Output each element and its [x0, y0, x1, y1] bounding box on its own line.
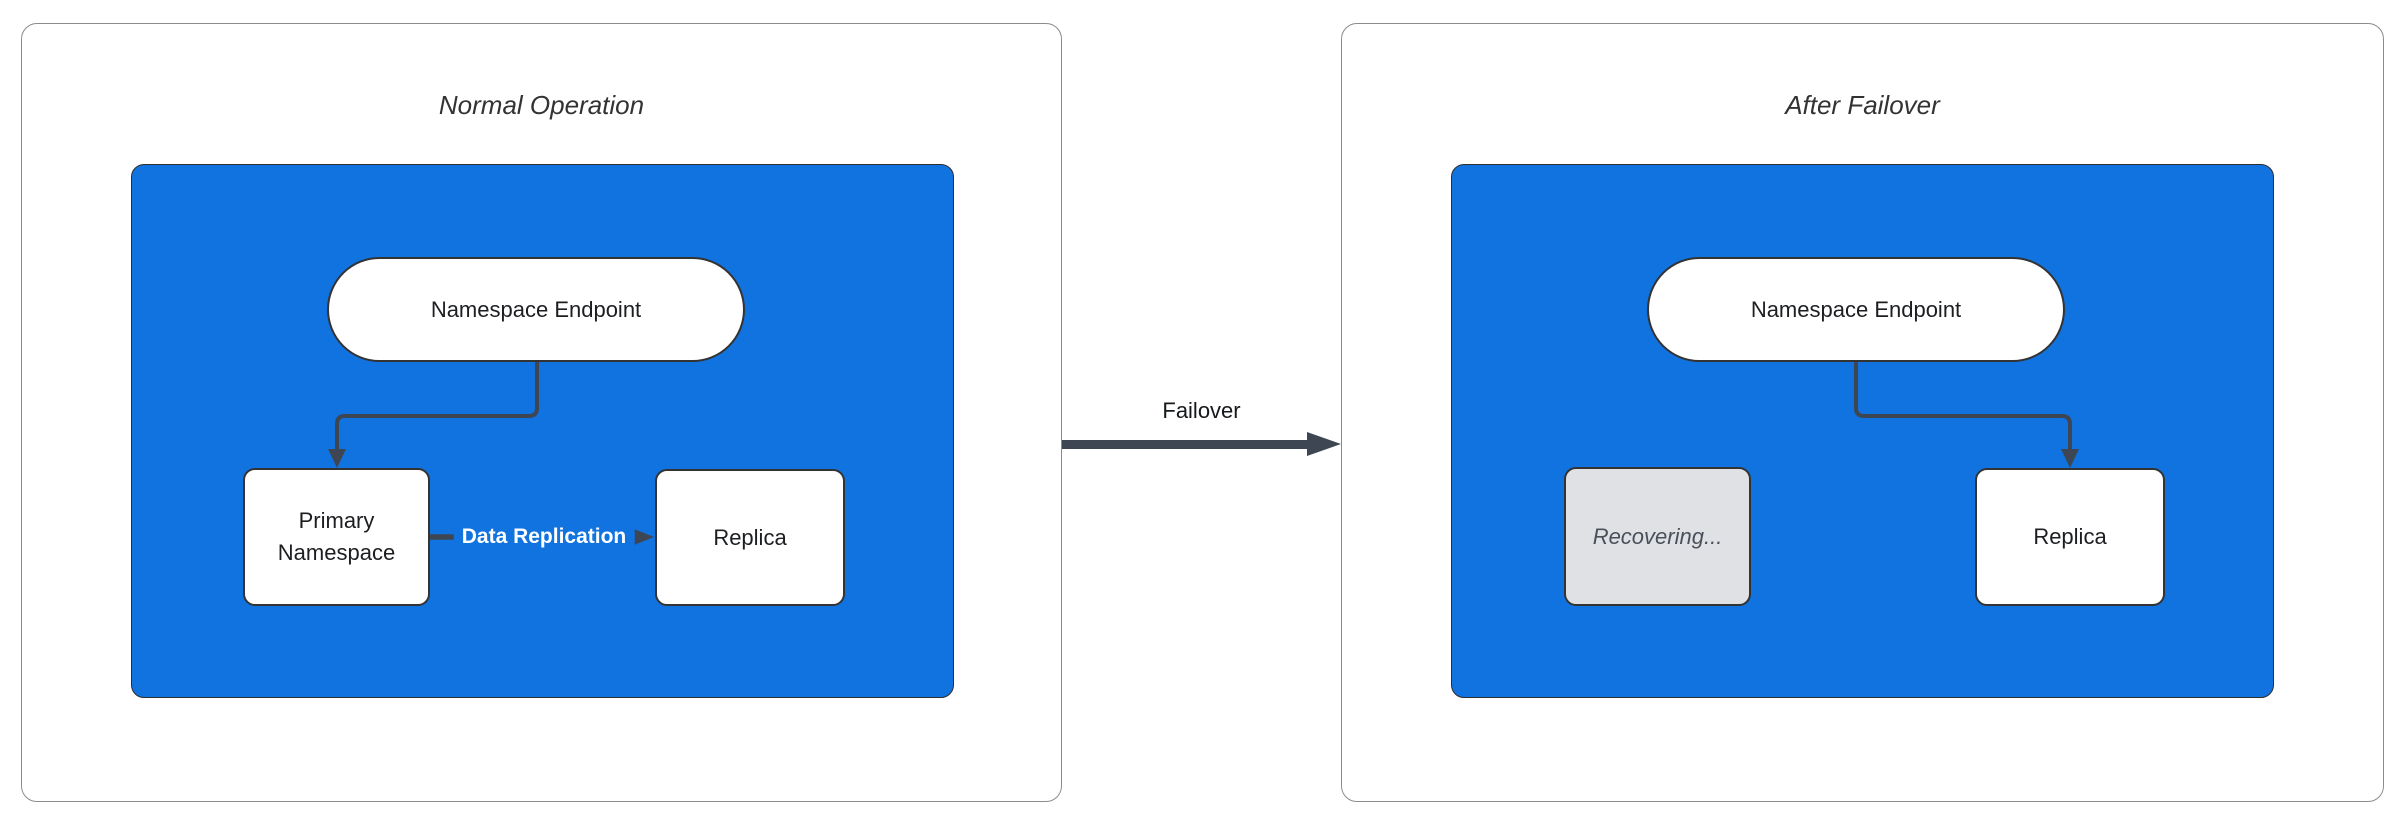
failover-arrow: Failover [1062, 398, 1341, 464]
namespace-endpoint-node: Namespace Endpoint [327, 257, 745, 362]
namespace-container: Namespace Endpoint Recovering... Replica [1451, 164, 2274, 698]
node-label: Replica [713, 524, 787, 550]
replica-node: Replica [1975, 468, 2165, 606]
arrowhead-down-icon [2061, 449, 2079, 468]
node-label: Namespace Endpoint [1750, 296, 1962, 322]
node-label: Namespace Endpoint [430, 296, 642, 322]
connector-line [335, 362, 539, 451]
panel-title: After Failover [1785, 90, 1940, 120]
recovering-node: Recovering... [1564, 467, 1751, 606]
panel-title: Normal Operation [438, 90, 645, 120]
replica-node: Replica [655, 469, 845, 606]
connector-endpoint-to-replica [1854, 362, 2079, 468]
connector-endpoint-to-primary [328, 362, 654, 547]
arrowhead-down-icon [328, 449, 346, 468]
namespace-container: Namespace Endpoint Primary Namespace Rep… [131, 164, 954, 698]
connector-line [1854, 362, 2072, 451]
namespace-endpoint-node: Namespace Endpoint [1647, 257, 2065, 362]
primary-namespace-node: Primary Namespace [243, 468, 430, 606]
node-label: Replica [2033, 524, 2107, 550]
panel-normal-operation: Normal Operation Namespace Endpoint Prim… [21, 23, 1062, 802]
node-label: Primary Namespace [277, 508, 396, 565]
node-label: Recovering... [1592, 523, 1723, 549]
edge-label-data-replication: Data Replication [453, 523, 635, 551]
arrowhead-right-icon [1307, 432, 1341, 456]
panel-after-failover: After Failover Namespace Endpoint Recove… [1341, 23, 2384, 802]
failover-arrow-shaft [1062, 439, 1308, 449]
failover-label: Failover [1162, 398, 1241, 423]
